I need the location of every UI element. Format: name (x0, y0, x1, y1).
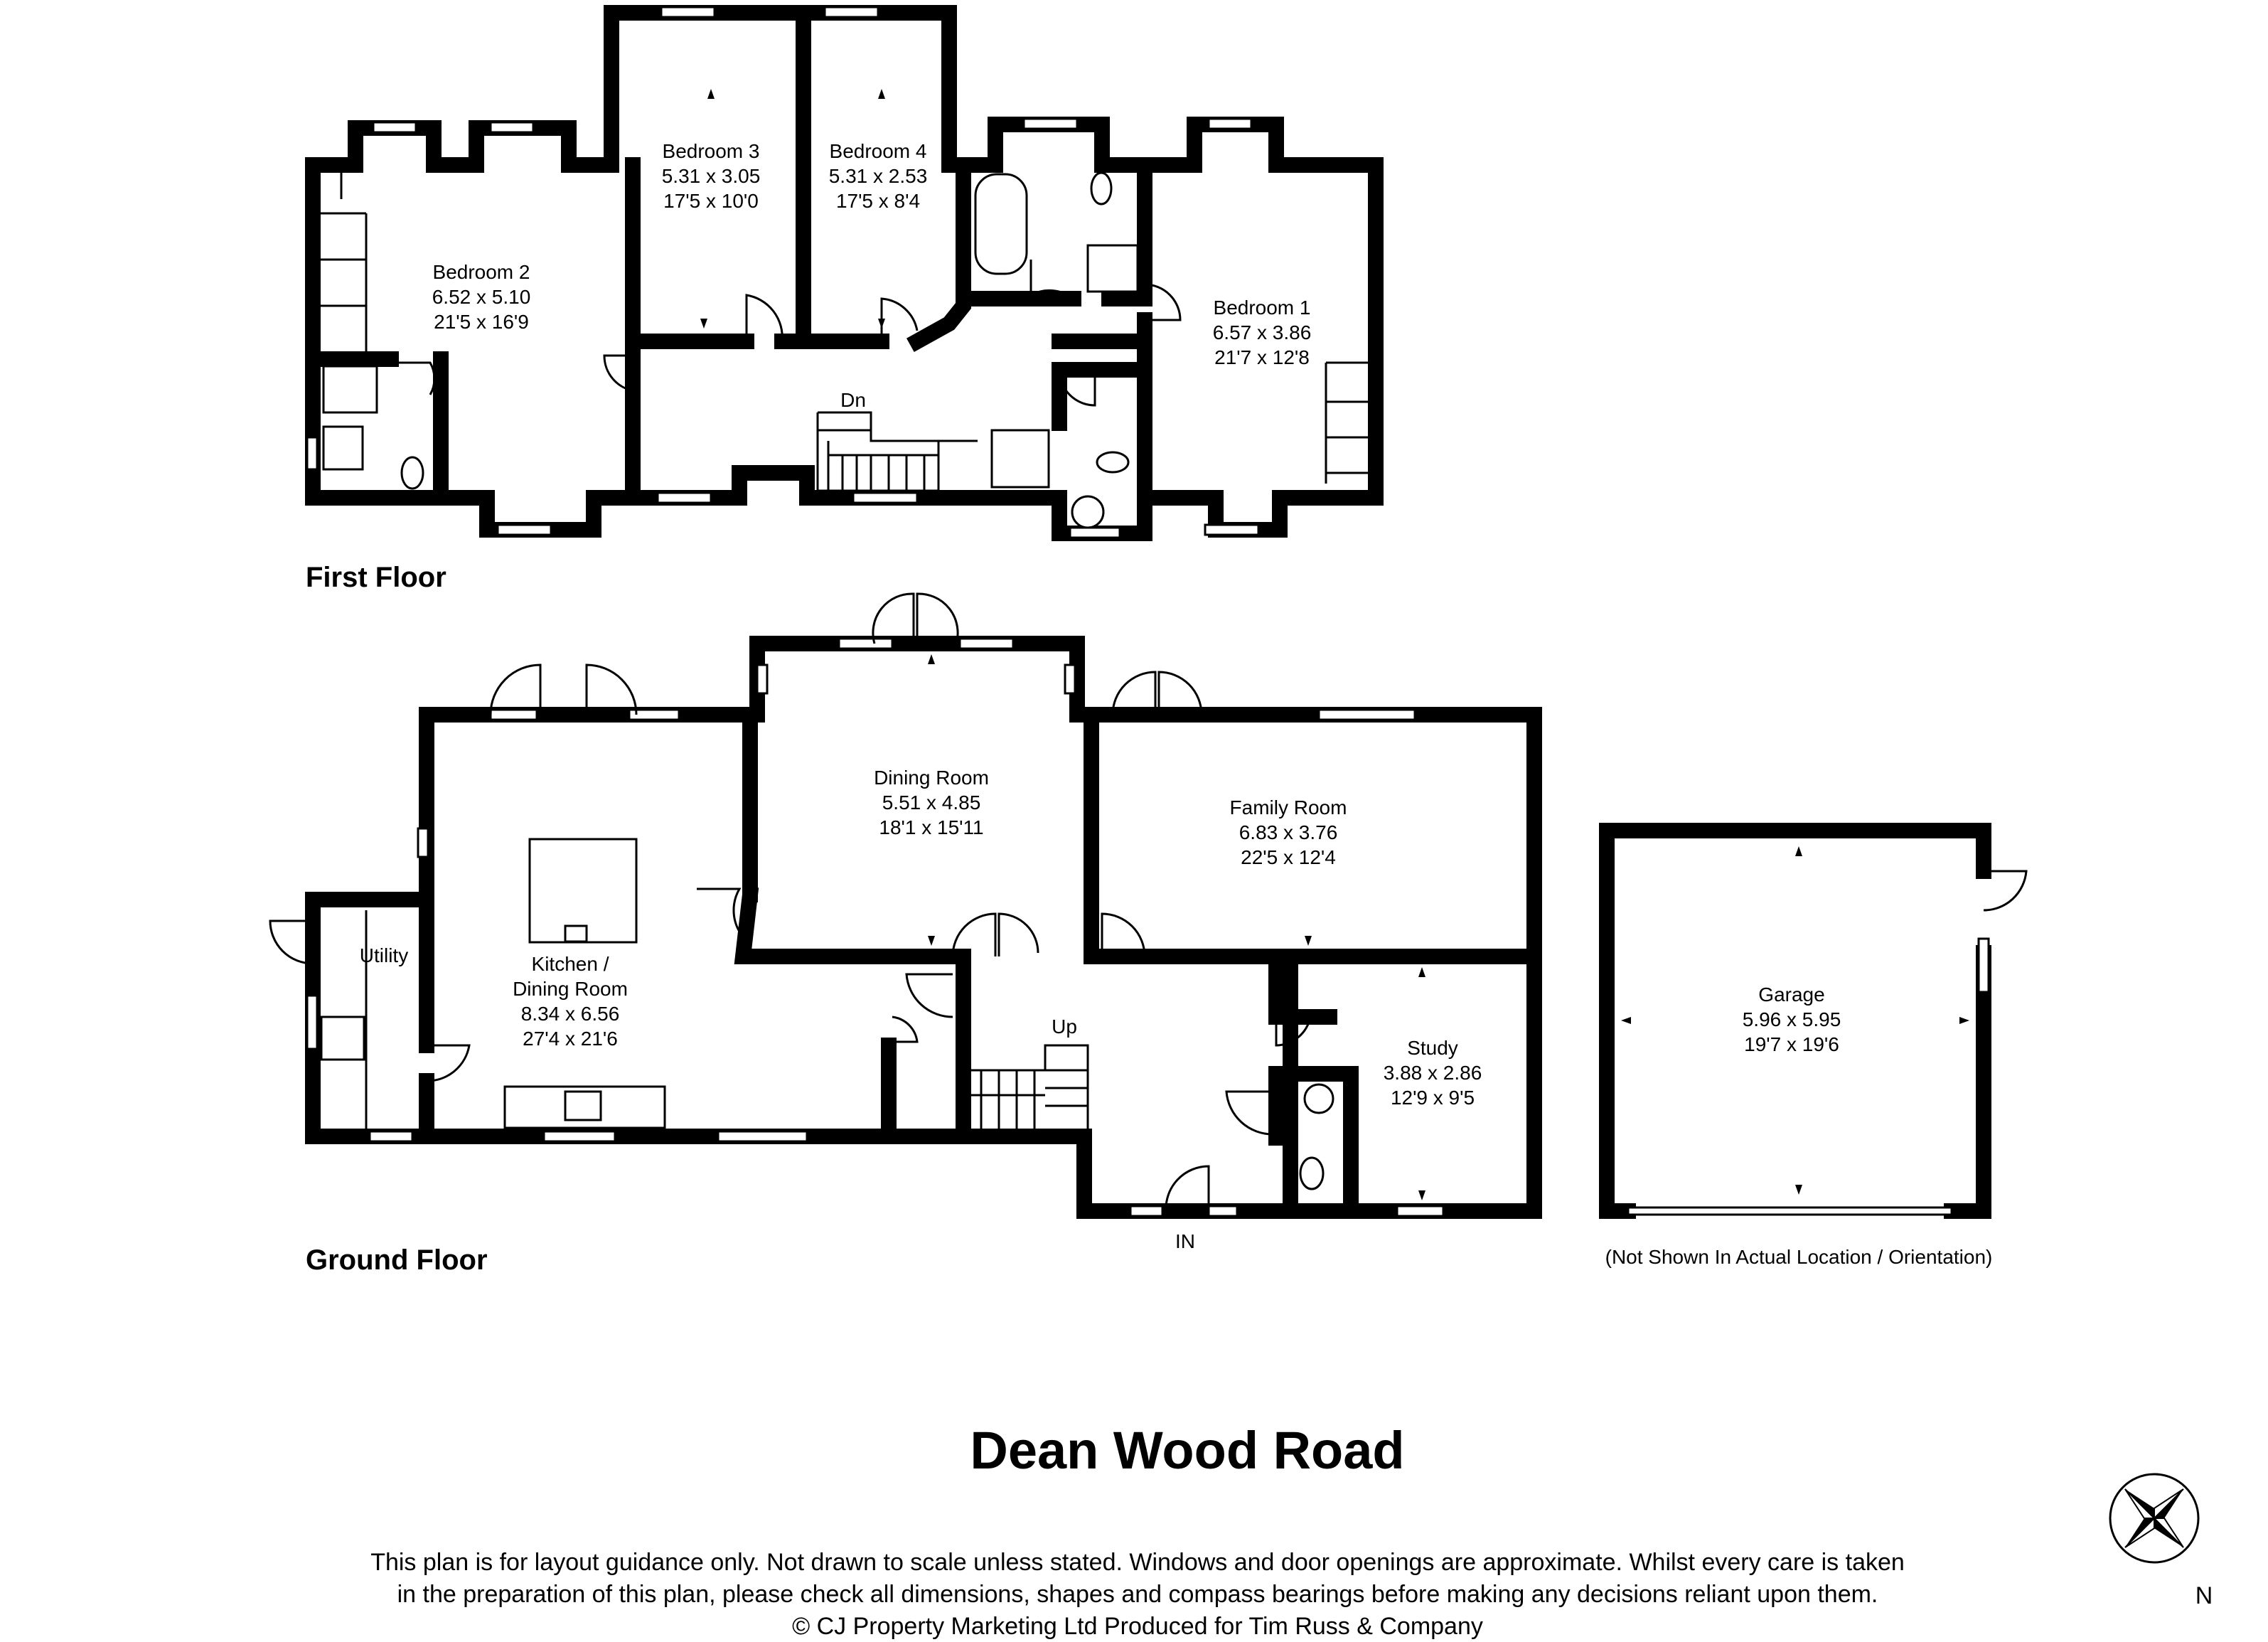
room-name: Garage (1758, 983, 1824, 1006)
first-floor-outer-wall (305, 5, 1384, 541)
room-name: Utility (360, 944, 408, 966)
disclaimer-line-3: © CJ Property Marketing Ltd Produced for… (792, 1613, 1483, 1640)
ground-floor-doors (269, 592, 1310, 1212)
garage-wall (1599, 823, 1991, 1219)
room-name: Study (1407, 1037, 1458, 1059)
room-metric: 8.34 x 6.56 (521, 1003, 620, 1025)
garage-side-door (1983, 870, 2028, 912)
room-imperial: 17'5 x 10'0 (663, 190, 759, 212)
room-metric: 6.57 x 3.86 (1213, 321, 1312, 343)
room-name: Dining Room (874, 767, 989, 789)
stairs-down-label: Dn (840, 389, 866, 411)
room-imperial: 21'5 x 16'9 (434, 311, 529, 333)
toilet-icon (400, 456, 424, 490)
wardrobe-bedroom2 (320, 169, 368, 352)
entrance-label: IN (1175, 1230, 1195, 1252)
room-imperial: 17'5 x 8'4 (836, 190, 920, 212)
basin-icon (1071, 495, 1105, 529)
garage-note: (Not Shown In Actual Location / Orientat… (1605, 1246, 1993, 1268)
garage: Garage 5.96 x 5.95 19'7 x 19'6 (Not Show… (1599, 823, 2028, 1268)
garage-door (1627, 1206, 1953, 1216)
garage-window (1977, 937, 1990, 993)
ground-floor-label: Ground Floor (306, 1244, 488, 1276)
stairs-down (816, 411, 978, 492)
room-metric: 5.51 x 4.85 (882, 791, 981, 814)
bath-icon (974, 173, 1028, 275)
room-name: Kitchen / (532, 953, 609, 975)
room-name: Bedroom 2 (433, 261, 530, 283)
first-floor-label: First Floor (306, 562, 446, 593)
room-metric: 5.31 x 2.53 (829, 165, 928, 187)
utility-sink-icon (320, 1015, 365, 1061)
toilet-icon (1090, 171, 1113, 206)
first-floor-internal-walls (312, 5, 1152, 506)
room-name: Bedroom 3 (663, 140, 760, 162)
first-floor-doors (398, 260, 1182, 407)
ground-floor-outer-wall (305, 636, 1542, 1219)
room-metric: 6.52 x 5.10 (432, 286, 531, 308)
compass-icon (2109, 1473, 2200, 1564)
first-floor-windows (306, 6, 1260, 539)
room-imperial: 18'1 x 15'11 (879, 816, 983, 838)
room-metric: 3.88 x 2.86 (1384, 1062, 1482, 1084)
room-name: Family Room (1230, 796, 1347, 819)
sink-icon (564, 1090, 602, 1121)
shower-icon (1086, 244, 1139, 293)
room-name: Dining Room (513, 978, 628, 1000)
room-metric: 5.96 x 5.95 (1743, 1008, 1841, 1030)
room-metric: 6.83 x 3.76 (1239, 821, 1338, 843)
compass-north-label: N (2195, 1582, 2213, 1609)
ground-floor-windows (306, 637, 1445, 1217)
stairs-up (963, 1044, 1089, 1136)
room-imperial: 21'7 x 12'8 (1214, 346, 1310, 368)
room-imperial: 22'5 x 12'4 (1241, 846, 1336, 868)
stairs-up-label: Up (1052, 1015, 1077, 1038)
room-imperial: 27'4 x 21'6 (523, 1028, 618, 1050)
shower-icon (322, 365, 378, 414)
room-name: Bedroom 1 (1214, 297, 1311, 319)
room-imperial: 19'7 x 19'6 (1744, 1033, 1839, 1055)
property-title: Dean Wood Road (970, 1421, 1404, 1480)
wardrobe-bedroom1 (1325, 361, 1369, 484)
dimension-arrows (700, 89, 1969, 1200)
ground-floor: Dining Room 5.51 x 4.85 18'1 x 15'11 Fam… (269, 592, 1542, 1276)
first-floor: Bedroom 2 6.52 x 5.10 21'5 x 16'9 Bedroo… (305, 5, 1384, 593)
hob-icon (564, 924, 588, 943)
room-metric: 5.31 x 3.05 (662, 165, 761, 187)
disclaimer-line-2: in the preparation of this plan, please … (397, 1581, 1878, 1608)
room-name: Bedroom 4 (830, 140, 927, 162)
disclaimer-line-1: This plan is for layout guidance only. N… (370, 1549, 1905, 1576)
shower-icon (990, 429, 1050, 489)
toilet-icon (1096, 451, 1130, 474)
basin-icon (322, 425, 364, 471)
room-imperial: 12'9 x 9'5 (1391, 1087, 1475, 1109)
basin-icon (1303, 1083, 1334, 1114)
toilet-icon (1299, 1156, 1325, 1190)
